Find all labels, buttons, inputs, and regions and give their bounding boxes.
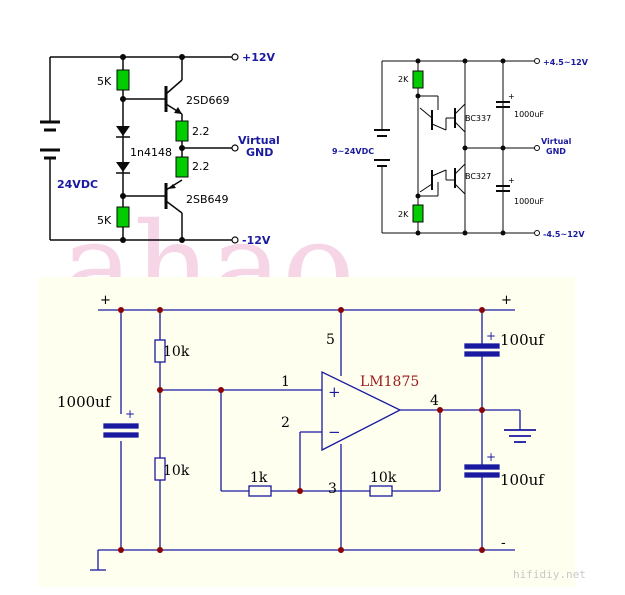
- c3-pin2-label: 2: [281, 415, 290, 431]
- c1-out-mid-2-label: GND: [246, 146, 273, 159]
- npn-arrow-icon: [174, 107, 182, 114]
- resistor-5k-top: [116, 69, 130, 91]
- c1-out-pos-label: +12V: [242, 51, 276, 64]
- c2-resistor-2k-bottom: [412, 204, 424, 223]
- c1-q-bot-label: 2SB649: [186, 193, 229, 206]
- c1-r-emit-bot-label: 2.2: [192, 160, 210, 173]
- pnp-arrow-icon: [168, 184, 176, 189]
- c3-r-div-top-label: 10k: [163, 344, 190, 360]
- resistor-5k-bottom: [116, 206, 130, 228]
- c2-cap-top-plus: +: [508, 92, 515, 101]
- c3-r-in-label: 1k: [250, 470, 268, 486]
- c3-minus-right: -: [501, 536, 506, 551]
- c1-r-emit-top-label: 2.2: [192, 125, 210, 138]
- site-credit: hifidiy.net: [513, 568, 586, 581]
- c2-supply-label: 9~24VDC: [332, 147, 374, 156]
- c2-cap-bot-plus: +: [508, 176, 515, 185]
- c3-op-minus: −: [328, 423, 341, 441]
- terminals-2: [534, 58, 540, 236]
- c2-out-mid-1-label: Virtual: [541, 137, 572, 146]
- c3-pin4-label: 4: [430, 393, 439, 409]
- circuit-2: [374, 60, 535, 234]
- c3-ic-label: LM1875: [360, 374, 419, 390]
- c3-plus-left: +: [100, 293, 111, 308]
- c2-q-top-label: BC337: [465, 114, 491, 123]
- c3-op-plus: +: [328, 383, 341, 401]
- c2-cap-bot-label: 1000uF: [514, 197, 544, 206]
- c2-r-top-label: 2K: [398, 75, 409, 84]
- circuit-3: [90, 309, 536, 571]
- c1-supply-label: 24VDC: [57, 178, 98, 191]
- c1-r-bot-label: 5K: [97, 214, 112, 227]
- c1-diodes-label: 1n4148: [130, 146, 172, 159]
- junction-dots-3: [118, 307, 485, 553]
- c2-resistor-2k-top: [412, 70, 424, 89]
- resistor-2.2-bottom: [175, 156, 189, 178]
- diode-1-icon: [116, 126, 130, 136]
- c3-cap-out-top-label: 100uf: [500, 331, 545, 349]
- c1-r-top-label: 5K: [97, 75, 112, 88]
- terminals-1: [231, 53, 239, 244]
- junction-dots-2: [415, 58, 506, 236]
- c3-plus-right: +: [501, 293, 512, 308]
- c2-r-bot-label: 2K: [398, 210, 409, 219]
- c2-q-bot-label: BC327: [465, 172, 491, 181]
- c2-out-mid-2-label: GND: [546, 147, 566, 156]
- c3-pin5-label: 5: [326, 332, 335, 348]
- c3-cap-bot-plus: +: [486, 450, 496, 464]
- resistor-2.2-top: [175, 120, 189, 142]
- junction-dots-1: [120, 54, 185, 243]
- c3-pin1-label: 1: [281, 374, 290, 390]
- c2-out-pos-label: +4.5~12V: [543, 58, 589, 67]
- c1-out-neg-label: -12V: [242, 234, 271, 247]
- c3-cap-in-plus: +: [125, 407, 135, 421]
- c1-out-mid-1-label: Virtual: [238, 134, 280, 147]
- c1-q-top-label: 2SD669: [186, 94, 229, 107]
- c3-cap-top-plus: +: [486, 329, 496, 343]
- c3-pin3-label: 3: [328, 481, 337, 497]
- c3-r-div-bot-label: 10k: [163, 463, 190, 479]
- c3-cap-in-label: 1000uf: [57, 393, 112, 411]
- diode-2-icon: [116, 162, 130, 172]
- c2-out-neg-label: -4.5~12V: [543, 230, 585, 239]
- c3-r-fb-label: 10k: [370, 470, 397, 486]
- c3-cap-out-bot-label: 100uf: [500, 471, 545, 489]
- c2-cap-top-label: 1000uF: [514, 110, 544, 119]
